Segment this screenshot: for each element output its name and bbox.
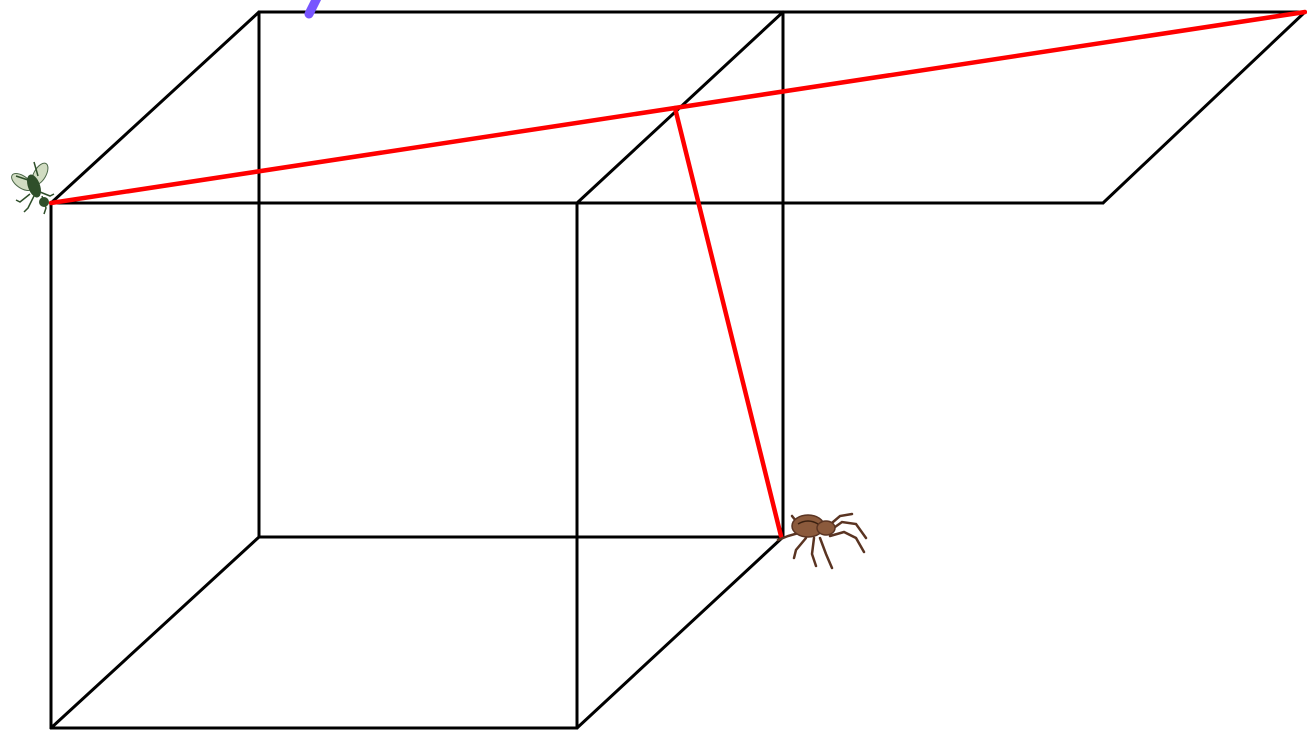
fly-icon	[11, 161, 55, 215]
pen-mark	[304, 0, 322, 19]
depth-top-left-edge	[49, 10, 261, 205]
depth-bottom-right-edge	[575, 535, 785, 730]
depth-bottom-left-edge	[49, 535, 261, 730]
fly-legs	[15, 161, 55, 215]
unfolded-far-edge	[1101, 10, 1307, 205]
fly-abdomen	[27, 174, 41, 198]
shortest-path	[48, 9, 1307, 539]
cube-depth-edges	[49, 10, 785, 730]
spider-abdomen-pattern	[797, 520, 819, 525]
spider-icon	[776, 512, 868, 570]
path-segment-crease-to-spider	[672, 105, 784, 539]
cube-front-face	[49, 201, 579, 730]
path-segment-fly-to-far-corner	[48, 9, 1307, 206]
unfolded-face	[575, 10, 1307, 205]
spider-cephalothorax	[816, 520, 836, 536]
cube-back-face	[257, 10, 785, 539]
